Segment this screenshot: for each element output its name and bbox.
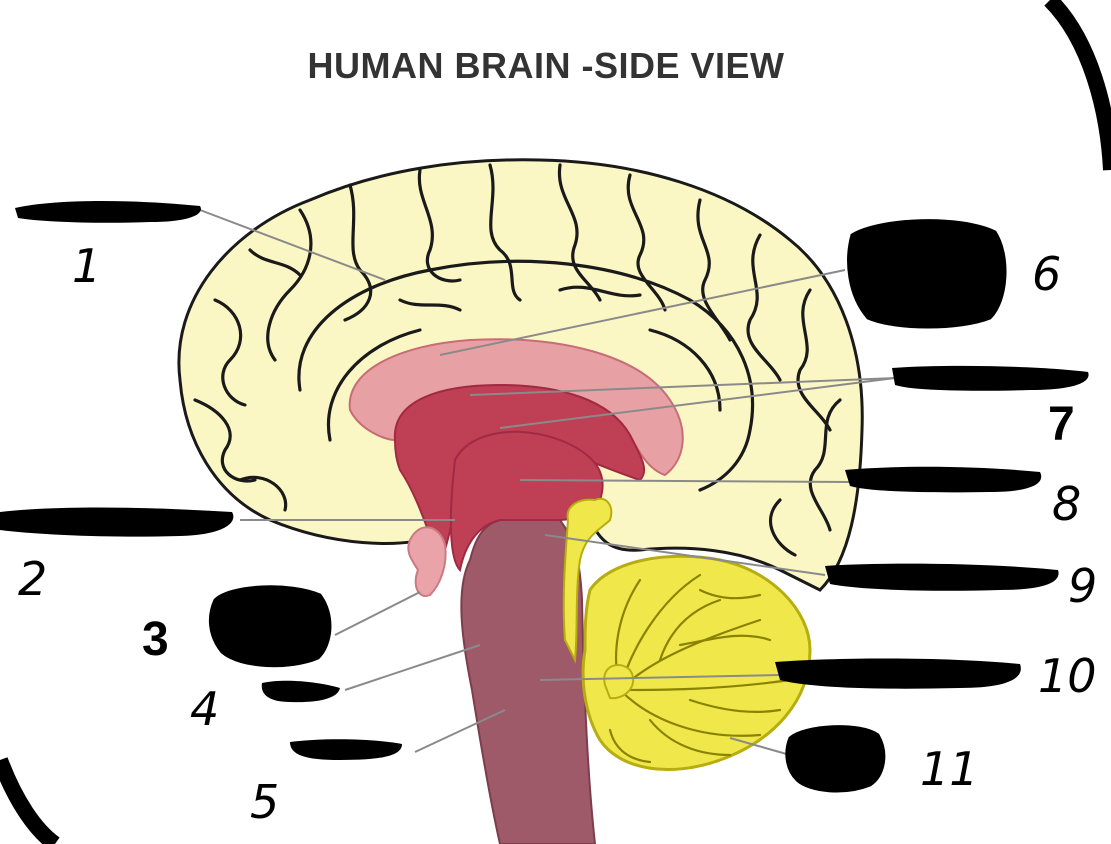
diagram-title: HUMAN BRAIN -SIDE VIEW bbox=[308, 45, 785, 86]
leader-5 bbox=[414, 709, 506, 753]
frame-arc-right bbox=[1044, 0, 1111, 171]
redaction-7 bbox=[892, 365, 1089, 391]
redaction-2 bbox=[0, 507, 234, 537]
leader-8 bbox=[519, 479, 851, 483]
pituitary-gland bbox=[407, 526, 447, 597]
redaction-3 bbox=[208, 585, 332, 668]
redaction-4 bbox=[261, 680, 340, 703]
redactions bbox=[0, 201, 1089, 793]
redaction-11 bbox=[785, 725, 886, 793]
leader-7a bbox=[469, 377, 896, 396]
label-number-10: 10 bbox=[1038, 649, 1097, 703]
leader-lines bbox=[199, 209, 896, 756]
label-number-11: 11 bbox=[920, 742, 979, 796]
leader-6 bbox=[439, 269, 846, 356]
label-number-1: 1 bbox=[72, 239, 101, 293]
leader-9 bbox=[544, 534, 826, 576]
redaction-10 bbox=[775, 658, 1021, 689]
leader-3 bbox=[334, 591, 421, 636]
leader-10 bbox=[539, 674, 781, 681]
leader-1 bbox=[199, 209, 386, 281]
label-number-2: 2 bbox=[18, 552, 47, 606]
leader-7b bbox=[499, 377, 896, 429]
label-numbers: 1 2 3 4 5 6 7 8 9 10 11 bbox=[18, 239, 1097, 829]
label-number-5: 5 bbox=[250, 775, 279, 829]
cerebellum-hole bbox=[603, 664, 635, 700]
label-number-4: 4 bbox=[190, 682, 219, 736]
redaction-5 bbox=[290, 739, 402, 760]
label-number-8: 8 bbox=[1052, 477, 1081, 531]
redaction-6 bbox=[847, 219, 1007, 329]
redaction-1 bbox=[15, 201, 201, 223]
leader-4 bbox=[344, 644, 481, 691]
frame-arc-left bbox=[0, 757, 60, 844]
redaction-9 bbox=[825, 563, 1059, 591]
redaction-8 bbox=[845, 466, 1042, 493]
label-number-3: 3 bbox=[142, 613, 169, 666]
leader-11 bbox=[729, 737, 791, 756]
label-number-6: 6 bbox=[1032, 247, 1061, 301]
label-number-9: 9 bbox=[1068, 559, 1097, 613]
cerebrum-folds bbox=[193, 163, 842, 557]
label-number-7: 7 bbox=[1048, 398, 1075, 451]
